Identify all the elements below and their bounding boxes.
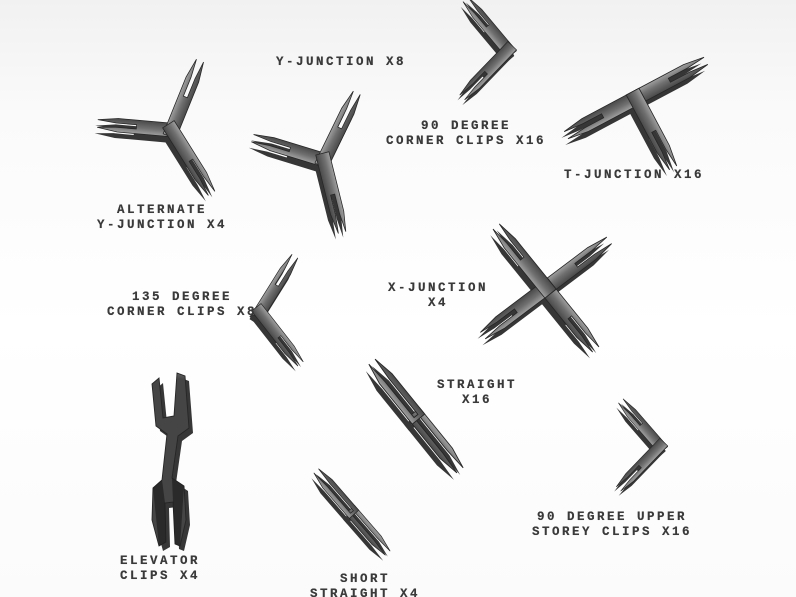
135-degree-corner-clip-figure <box>246 232 330 390</box>
elevator-clip-figure <box>126 370 206 555</box>
alternate-y-junction-figure <box>92 52 242 203</box>
short-straight-figure <box>292 462 412 563</box>
straight-figure <box>348 354 484 483</box>
90-degree-corner-clip-figure <box>420 0 532 118</box>
t-junction-figure <box>559 36 710 178</box>
y-junction-label: Y-JUNCTION X8 <box>275 55 407 69</box>
t-junction-label: T-JUNCTION X16 <box>563 168 705 182</box>
y-junction-figure <box>247 82 398 241</box>
90-degree-upper-storey-clip-figure <box>574 384 674 510</box>
